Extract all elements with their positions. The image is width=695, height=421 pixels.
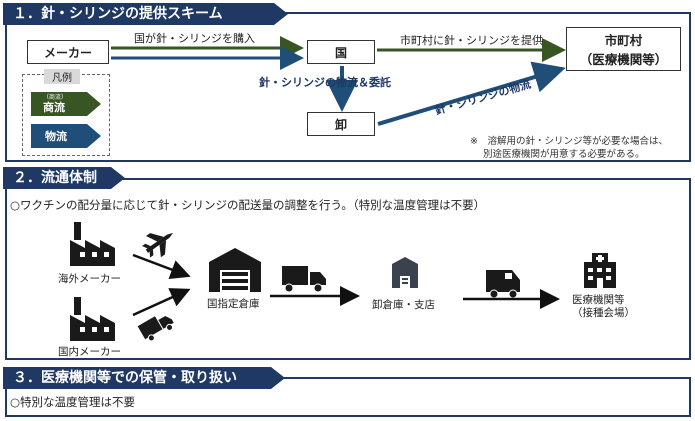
national-warehouse-icon — [209, 248, 261, 292]
note-line2: 別途医療機関が用意する必要がある。 — [483, 149, 645, 160]
label-provide: 市町村に針・シリンジを提供 — [400, 34, 543, 47]
legend-logistics-arrow: 物流 — [31, 124, 101, 148]
section2-description: ○ワクチンの配分量に応じて針・シリンジの配送量の調整を行う。（特別な温度管理は不… — [10, 198, 486, 212]
city-label: 市町村 — [604, 33, 643, 48]
section3-title: ３．医療機関等での保管・取り扱い — [3, 367, 285, 389]
section2-title: ２．流通体制 — [3, 167, 125, 189]
hospital-icon — [584, 253, 616, 288]
overseas-factory-icon — [70, 222, 115, 266]
medical-label-line1: 医療機関等 — [572, 294, 625, 306]
section3-description: ○特別な温度管理は不要 — [10, 395, 136, 409]
van-icon — [486, 270, 520, 299]
label-logistics-commission: 針・シリンジの物流＆委託 — [259, 76, 391, 89]
medical-label-line2: （接種会場） — [572, 307, 635, 319]
wholesale-warehouse-icon — [392, 257, 418, 288]
legend-commerce-small: （商流） — [43, 94, 68, 101]
oroshi-box: 卸 — [307, 112, 375, 136]
overseas-maker-label: 海外メーカー — [58, 273, 121, 285]
truck-icon-1 — [282, 266, 326, 293]
section2-panel — [5, 178, 691, 360]
domestic-factory-icon — [70, 297, 115, 341]
airplane-icon — [142, 232, 174, 258]
section1-title: １．針・シリンジの提供スキーム — [3, 3, 288, 25]
maker-box: メーカー — [27, 40, 109, 64]
arrow-domestic-to-warehouse — [132, 288, 191, 317]
legend-commerce-label: 商流 — [43, 101, 65, 114]
arrow-overseas-to-warehouse — [132, 253, 191, 280]
legend-logistics-label: 物流 — [45, 130, 67, 143]
label-buy: 国が針・シリンジを購入 — [134, 32, 255, 45]
note-line1: ※ 溶解用の針・シリンジ等が必要な場合は、 — [470, 136, 668, 147]
domestic-truck-icon — [137, 316, 174, 342]
city-sub-label: （医療機関等） — [579, 52, 668, 67]
legend-title: 凡例 — [44, 69, 80, 84]
arrow-oroshi-to-city — [377, 61, 566, 126]
wholesale-warehouse-label: 卸倉庫・支店 — [372, 299, 435, 311]
domestic-maker-label: 国内メーカー — [58, 346, 121, 358]
city-box: 市町村 （医療機関等） — [566, 27, 681, 71]
national-warehouse-label: 国指定倉庫 — [207, 298, 260, 310]
kuni-box: 国 — [307, 40, 375, 64]
legend-commerce-arrow: （商流） 商流 — [31, 92, 101, 116]
